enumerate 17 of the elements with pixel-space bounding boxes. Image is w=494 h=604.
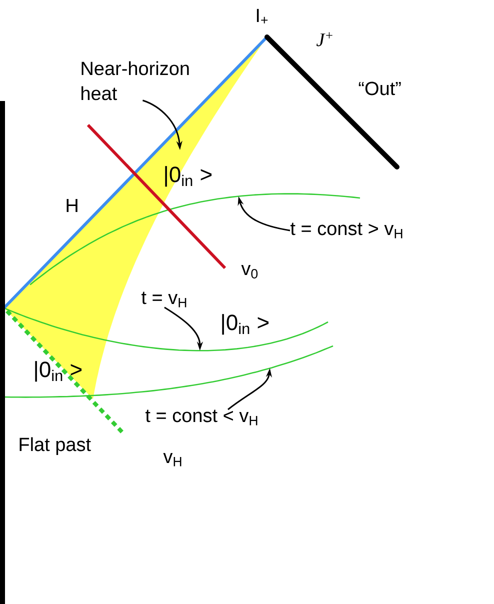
point-label: I$_{+}$ — [256, 8, 268, 24]
callout-label: t = const < v$_{H}$ — [145, 410, 258, 426]
symbol-label: v$_{H}$ — [163, 452, 182, 466]
time-slice-curve — [30, 193, 360, 286]
time-slice-curve — [4, 307, 328, 352]
region-label: “Out” — [358, 82, 401, 96]
time-slice-curve — [4, 345, 334, 398]
callout-label: Near-horizon heat — [82, 61, 189, 100]
state-label: |0$_{in}$ > — [165, 166, 212, 187]
line-label: H — [66, 198, 78, 212]
boundary-label: J$^{+}$ — [316, 32, 332, 46]
line-label: v$_{0}$ — [241, 264, 258, 278]
state-label: |0$_{in}$ > — [222, 314, 269, 335]
callout-label: t = const > v$_{H}$ — [290, 222, 402, 238]
callout-label: t = v$_{H}$ — [141, 292, 186, 308]
region-label: Flat past — [20, 437, 91, 455]
state-label: |0$_{in}$ > — [35, 361, 82, 382]
